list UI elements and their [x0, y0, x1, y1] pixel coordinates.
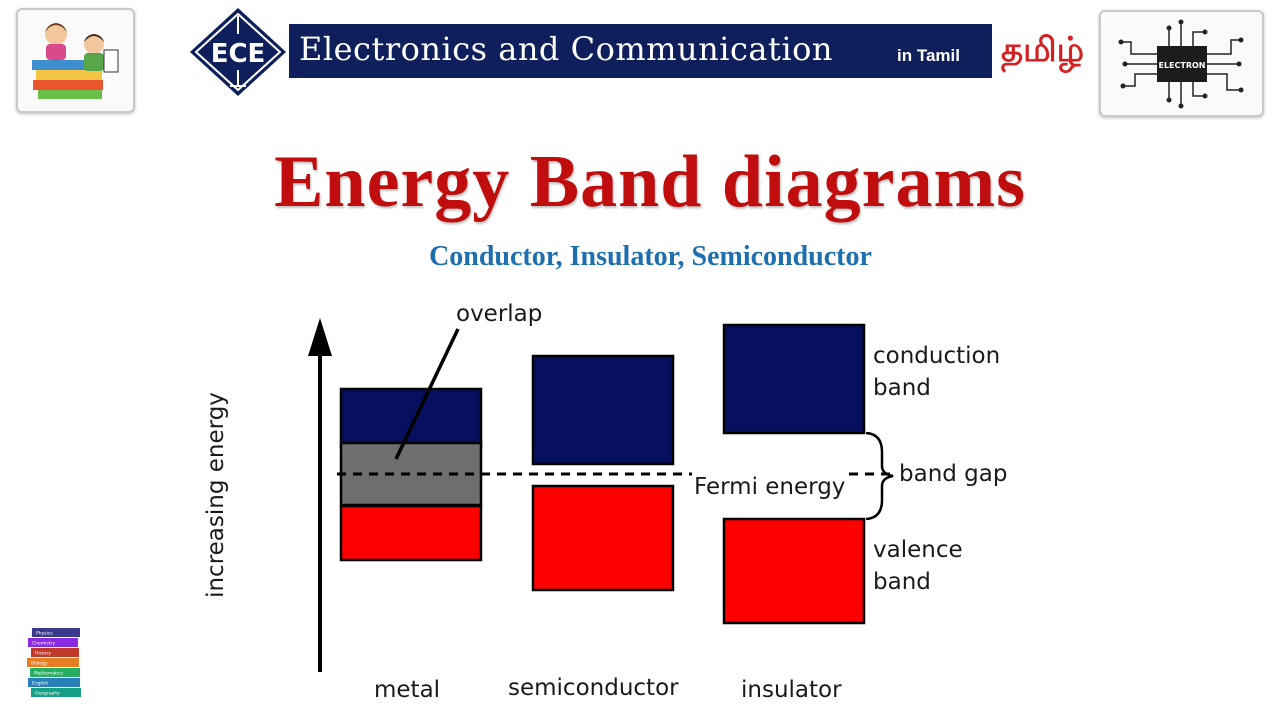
metal-valence-band: [339, 504, 483, 562]
channel-suffix: in Tamil: [897, 46, 960, 65]
book-label-history: History: [35, 651, 51, 657]
tamil-text: தமிழ்: [1001, 30, 1084, 70]
channel-banner: Electronics and Communication in Tamil: [289, 24, 992, 78]
semiconductor-conduction-band: [531, 354, 675, 466]
book-label-mathematics: Mathematics: [34, 671, 64, 677]
label-valence-band: band: [873, 569, 931, 595]
channel-name: Electronics and Communication: [299, 30, 833, 68]
overlap-pointer: [394, 328, 460, 460]
kids-reading-logo: [16, 8, 135, 113]
chip-label: ELECTRON: [1158, 61, 1205, 70]
book-label-geography: Geography: [35, 691, 60, 697]
book-label-chemistry: Chemistry: [32, 641, 55, 647]
ece-logo-text: ECE: [211, 39, 266, 69]
label-conduction-band: band: [873, 375, 931, 401]
label-conduction: conduction: [873, 343, 1001, 369]
label-fermi-energy: Fermi energy: [692, 472, 848, 502]
label-band-gap: band gap: [899, 461, 1008, 487]
label-overlap: overlap: [456, 301, 543, 327]
axis-label-increasing-energy: increasing energy: [203, 392, 229, 598]
kids-reading-icon: [32, 23, 119, 99]
energy-axis-arrowhead: [308, 318, 332, 356]
insulator-conduction-band: [722, 323, 866, 435]
book-label-english: English: [32, 681, 48, 687]
chip-icon: ELECTRON: [1118, 19, 1244, 109]
material-label-metal: metal: [374, 677, 441, 703]
page-subtitle: Conductor, Insulator, Semiconductor: [429, 241, 872, 272]
insulator-valence-band: [722, 517, 866, 625]
semiconductor-valence-band: [531, 484, 675, 592]
material-label-insulator: insulator: [741, 677, 842, 703]
book-label-biology: Biology: [31, 661, 48, 667]
ece-logo: ECE: [188, 6, 288, 98]
book-label-physics: Physics: [36, 631, 53, 637]
material-label-semiconductor: semiconductor: [508, 675, 679, 701]
label-valence: valence: [873, 537, 963, 563]
page-title: Energy Band diagrams: [274, 141, 1026, 223]
books-stack-logo: Physics Chemistry History Biology Mathem…: [26, 626, 84, 702]
electron-chip-logo: ELECTRON: [1099, 10, 1264, 117]
band-gap-brace: [865, 431, 894, 521]
metal-conduction-band: [339, 387, 483, 449]
